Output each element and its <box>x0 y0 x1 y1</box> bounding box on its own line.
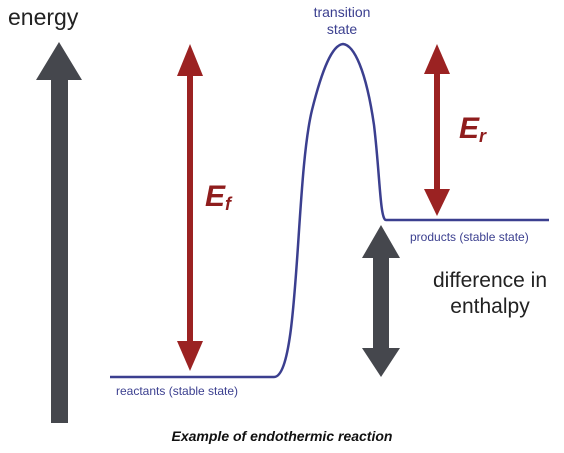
er-arrow <box>424 44 450 216</box>
enthalpy-difference-arrow <box>362 225 400 377</box>
reactants-label: reactants (stable state) <box>116 384 239 398</box>
ef-arrow <box>177 44 203 371</box>
transition-state-label: transition state <box>296 4 388 38</box>
enthalpy-difference-label: difference in enthalpy <box>432 269 548 318</box>
transition-state-label-line1: transition <box>313 4 371 20</box>
ef-label: Ef <box>205 180 231 215</box>
er-label: Er <box>459 112 486 147</box>
transition-state-label-line2: state <box>326 21 358 37</box>
er-label-main: E <box>459 112 480 145</box>
energy-axis-arrow <box>36 42 82 423</box>
er-label-sub: r <box>479 126 487 146</box>
ef-label-main: E <box>205 180 226 213</box>
ef-label-sub: f <box>225 194 232 214</box>
diagram-caption: Example of endothermic reaction <box>171 428 393 444</box>
energy-axis-label: energy <box>8 4 79 30</box>
reaction-curve <box>110 42 549 379</box>
products-label: products (stable state) <box>410 230 529 244</box>
